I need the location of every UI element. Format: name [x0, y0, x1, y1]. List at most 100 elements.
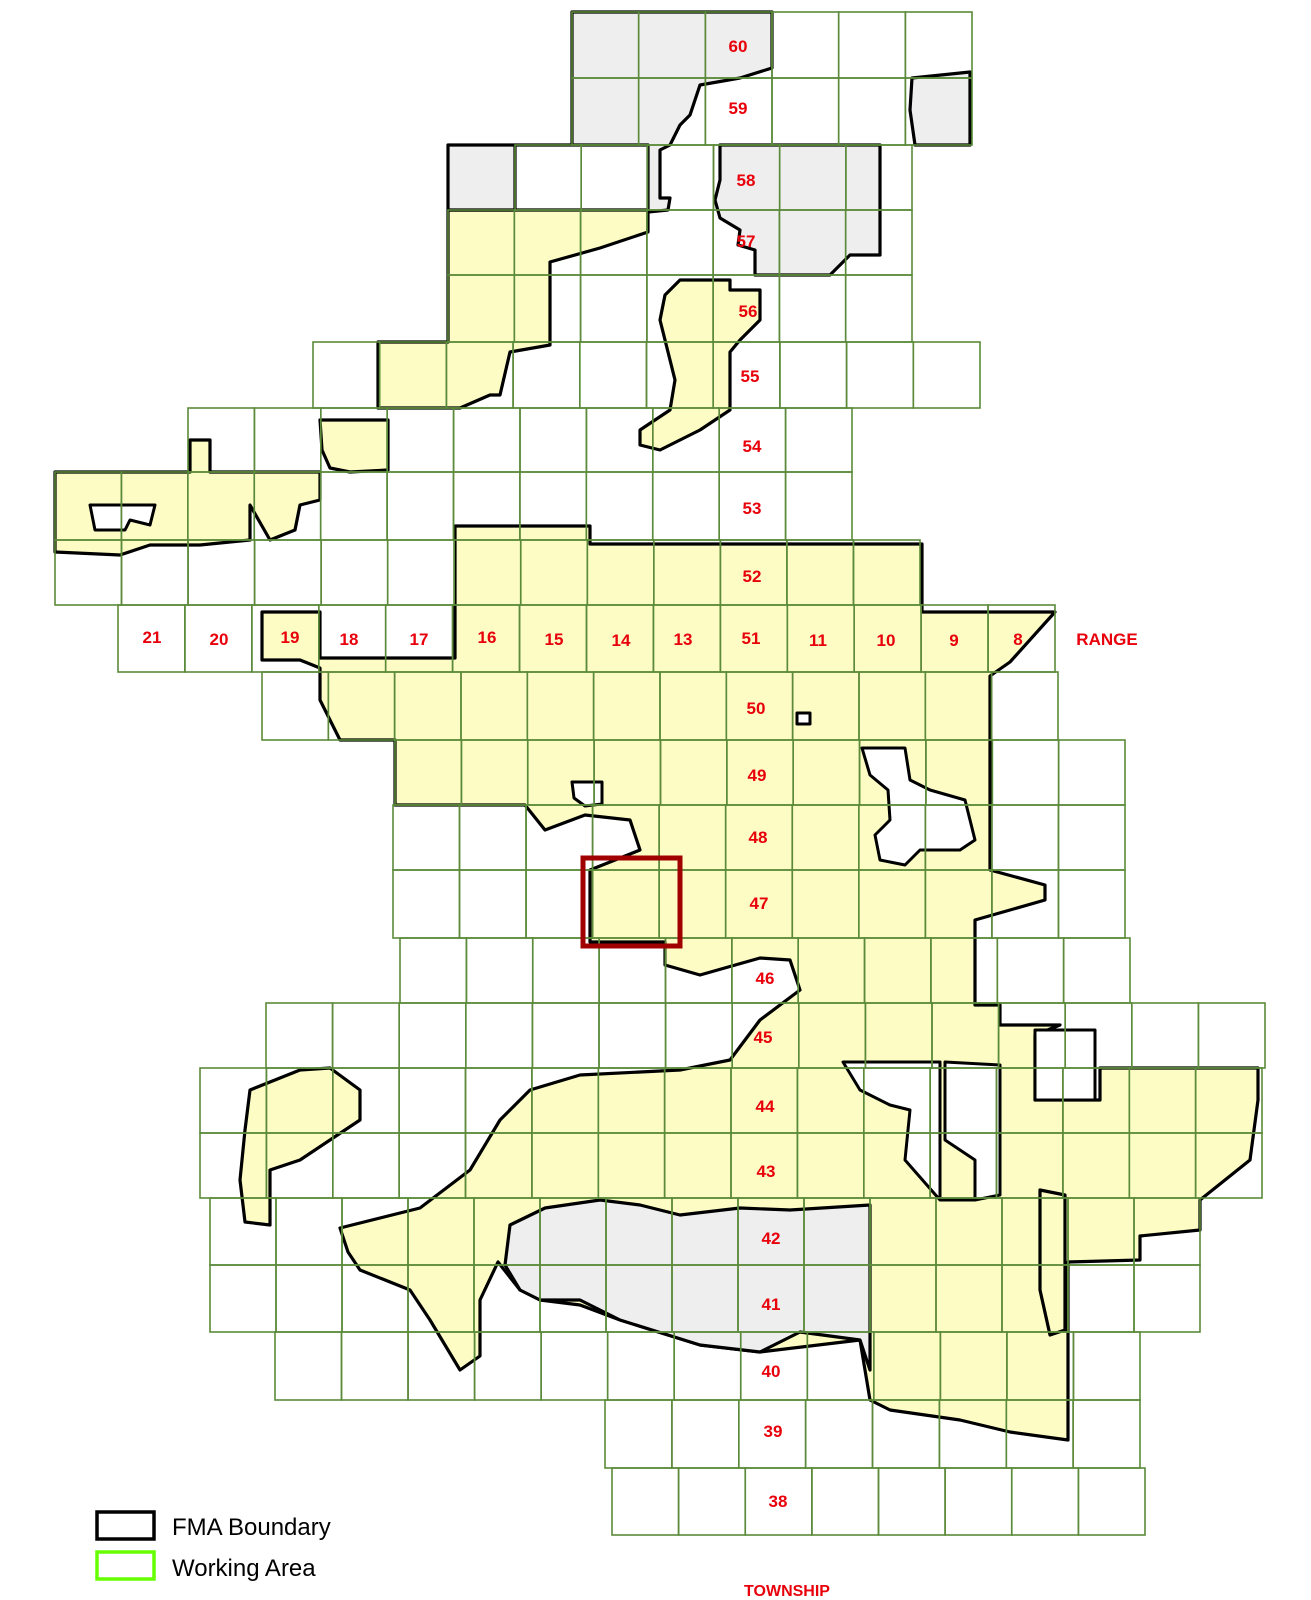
grid-cell — [464, 1002, 534, 1069]
grid-cell — [578, 341, 648, 409]
township-label: 40 — [762, 1362, 781, 1381]
grid-cell — [1131, 1002, 1200, 1069]
grid-cell — [465, 937, 534, 1004]
grid-cell — [991, 739, 1060, 806]
grid-cell — [392, 869, 461, 939]
township-label: 43 — [757, 1162, 776, 1181]
grid-cell — [771, 77, 840, 146]
township-label: 47 — [750, 894, 769, 913]
township-label: 59 — [729, 99, 748, 118]
grid-cell — [540, 1331, 609, 1401]
grid-cell — [844, 274, 913, 343]
hole-east-2 — [860, 746, 977, 867]
grid-cell — [386, 471, 455, 541]
grid-cell — [904, 11, 973, 79]
grid-cell — [580, 144, 649, 211]
grid-cell — [452, 407, 521, 473]
fma-east-edge — [1038, 1188, 1067, 1337]
grid-cell — [340, 1331, 409, 1401]
township-label: 38 — [769, 1492, 788, 1511]
grid-cell — [331, 1132, 400, 1199]
grid-cell — [944, 1467, 1013, 1536]
grid-cell — [804, 1399, 874, 1469]
grid-cell — [1133, 1264, 1201, 1333]
township-label: 56 — [739, 302, 758, 321]
grid-cell — [274, 1331, 343, 1401]
grid-cell — [598, 1002, 667, 1069]
grid-cell — [398, 1002, 467, 1069]
grid-cell — [392, 804, 461, 871]
selected-area-highlight[interactable] — [580, 855, 683, 949]
range-label: 8 — [1013, 630, 1022, 649]
grid-cell — [1194, 1132, 1263, 1199]
grid-cell — [1057, 869, 1126, 939]
range-label: 13 — [674, 630, 693, 649]
township-label: 58 — [737, 171, 756, 190]
township-grid — [54, 11, 1266, 1536]
grid-cell — [604, 1399, 673, 1469]
hole-center-2 — [795, 711, 812, 726]
grid-cell — [253, 407, 322, 473]
fma-north-block — [376, 208, 650, 410]
township-label: 46 — [756, 969, 775, 988]
hole-northwest-1 — [88, 503, 157, 532]
grid-cell — [1072, 1399, 1141, 1469]
township-label: 39 — [764, 1422, 783, 1441]
township-label: 52 — [743, 567, 762, 586]
grid-cell — [677, 1467, 746, 1536]
grid-cell — [991, 804, 1060, 871]
grid-cell — [579, 274, 648, 343]
grid-cell — [386, 407, 455, 473]
range-labels: 21 20 19 18 17 16 15 14 13 11 10 9 8 — [143, 628, 1023, 650]
grid-cell — [784, 471, 853, 541]
range-label: 18 — [340, 630, 359, 649]
grid-cell — [531, 1002, 600, 1069]
excluded-north — [446, 10, 774, 214]
grid-cell — [779, 341, 848, 409]
grid-cell — [458, 804, 527, 871]
grid-cell — [904, 77, 973, 146]
grid-cell — [1062, 937, 1131, 1004]
legend-working-area-label: Working Area — [172, 1555, 316, 1582]
grid-cell — [837, 77, 907, 146]
range-axis-label: RANGE — [1076, 630, 1137, 649]
grid-cell — [312, 341, 381, 409]
grid-cell — [1057, 804, 1126, 871]
grid-cell — [275, 1197, 343, 1266]
grid-cell — [512, 341, 581, 409]
township-label: 50 — [747, 699, 766, 718]
inner-holes — [88, 503, 1097, 1202]
grid-cell — [1057, 739, 1126, 806]
grid-cell — [265, 1002, 334, 1069]
legend: FMA Boundary Working Area — [95, 1510, 331, 1582]
grid-cell — [320, 539, 389, 606]
township-label: 42 — [762, 1229, 781, 1248]
grid-cell — [261, 671, 330, 741]
legend-working-area-swatch — [95, 1550, 156, 1581]
grid-cell — [1072, 1331, 1141, 1401]
range-label: 21 — [143, 628, 162, 647]
range-label: 19 — [281, 628, 300, 647]
township-label: 41 — [762, 1295, 781, 1314]
township-label: 55 — [741, 367, 760, 386]
legend-fma-boundary-swatch — [95, 1510, 156, 1541]
grid-cell — [209, 1264, 277, 1333]
range-label: 9 — [949, 631, 958, 650]
grid-cell — [811, 1467, 880, 1536]
fma-small-block — [318, 418, 390, 474]
range-label: 11 — [809, 631, 827, 650]
range-label: 17 — [410, 630, 429, 649]
legend-fma-boundary-label: FMA Boundary — [172, 1514, 331, 1541]
grid-cell — [473, 1331, 542, 1401]
grid-cell — [1077, 1467, 1146, 1536]
hole-east-1 — [841, 1060, 1002, 1202]
range-label: 20 — [210, 630, 229, 649]
grid-cell — [877, 1467, 946, 1536]
grid-cell — [1010, 1467, 1080, 1536]
range-label: 14 — [612, 631, 631, 650]
grid-cell — [778, 274, 847, 343]
township-label: 44 — [756, 1097, 775, 1116]
grid-cell — [651, 471, 720, 541]
grid-cell — [514, 144, 582, 211]
